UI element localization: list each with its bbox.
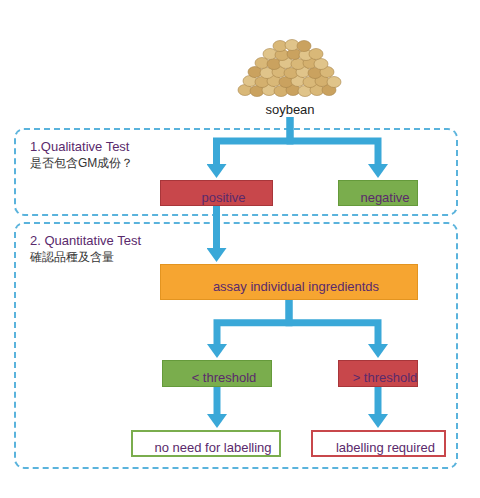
node-label: 2. Quantitative Test	[16, 224, 456, 249]
bean-pile	[238, 40, 341, 97]
flow-arrow	[289, 300, 378, 344]
flow-arrow	[290, 117, 378, 164]
node-subtitle: 是否包含GM成份？	[16, 155, 456, 171]
flow-arrow	[217, 300, 289, 344]
bean	[327, 77, 341, 88]
bean	[297, 41, 311, 52]
bean	[314, 59, 328, 70]
node-subtitle: 確認品種及含量	[16, 249, 456, 265]
node-label: 1.Qualitative Test	[16, 130, 456, 155]
result-box: negative	[338, 180, 418, 206]
flow-arrow	[217, 117, 291, 164]
node-label: assay individual ingredientds	[199, 270, 379, 295]
condition-box: < threshold	[162, 360, 272, 387]
flow-arrow	[213, 206, 220, 248]
flow-arrow	[375, 387, 382, 414]
bean	[309, 49, 323, 60]
condition-box: > threshold	[338, 360, 418, 387]
step-group: 2. Quantitative Test確認品種及含量 assay individ…	[14, 222, 458, 469]
node-label: negative	[346, 181, 409, 206]
node-label: positive	[187, 181, 245, 206]
result-box: positive	[160, 180, 273, 206]
illustration-node: soybean	[230, 35, 350, 117]
node-label: soybean	[265, 102, 314, 117]
process-box: assay individual ingredientds	[160, 264, 418, 300]
node-label: labelling required	[322, 431, 435, 456]
flow-arrow	[214, 387, 221, 414]
step-group: 1.Qualitative Test是否包含GM成份？ positive negat…	[14, 128, 458, 216]
node-label: > threshold	[339, 361, 418, 386]
node-label: < threshold	[178, 361, 257, 386]
node-label: no need for labelling	[140, 431, 271, 456]
outcome-box: labelling required	[311, 430, 446, 457]
outcome-box: no need for labelling	[131, 430, 281, 457]
